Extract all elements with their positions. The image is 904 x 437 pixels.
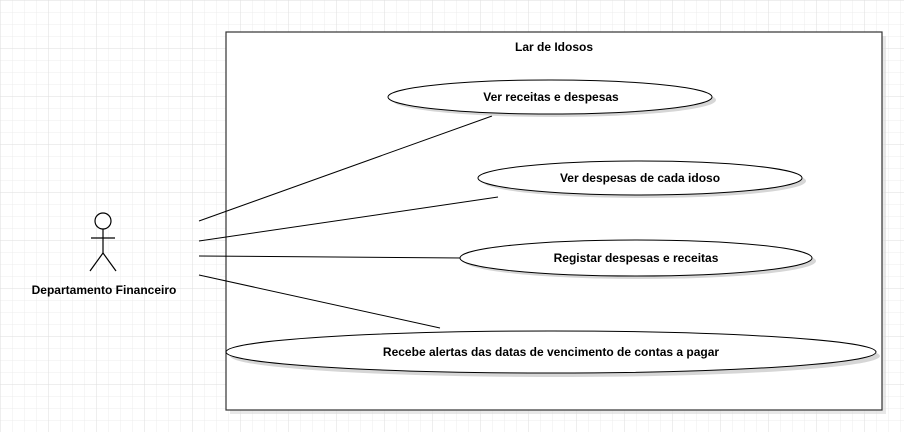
- association-line-uc3[interactable]: [198, 255, 463, 259]
- system-boundary-title: Lar de Idosos: [515, 40, 593, 54]
- use-case-label: Registar despesas e receitas: [554, 251, 719, 265]
- actor-label: Departamento Financeiro: [32, 283, 177, 297]
- associations: [198, 115, 499, 329]
- use-case-ver-despesas-idoso[interactable]: Ver despesas de cada idoso: [477, 160, 806, 198]
- association-line-uc2[interactable]: [198, 196, 499, 242]
- actor-departamento-financeiro[interactable]: Departamento Financeiro: [32, 212, 177, 297]
- use-case-ver-receitas[interactable]: Ver receitas e despesas: [387, 79, 716, 117]
- use-case-registar-despesas[interactable]: Registar despesas e receitas: [459, 239, 816, 279]
- association-line-uc4[interactable]: [198, 274, 441, 329]
- use-case-label: Recebe alertas das datas de vencimento d…: [383, 345, 719, 359]
- use-case-label: Ver despesas de cada idoso: [560, 171, 720, 185]
- use-case-recebe-alertas[interactable]: Recebe alertas das datas de vencimento d…: [225, 330, 880, 377]
- stick-figure-icon: [89, 212, 117, 272]
- association-line-uc1[interactable]: [198, 115, 493, 222]
- use-case-label: Ver receitas e despesas: [483, 90, 619, 104]
